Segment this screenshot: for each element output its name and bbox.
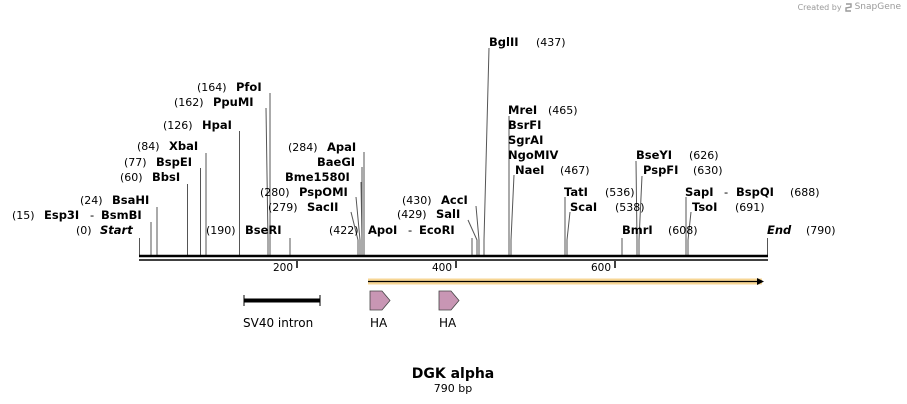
dna-backbone	[139, 254, 768, 261]
enzyme-name-sali: SalI	[436, 207, 460, 221]
ha-arrow-icon	[369, 290, 391, 311]
enzyme-name-ngomiv: NgoMIV	[508, 148, 558, 162]
feature-label-sv40-intron: SV40 intron	[243, 316, 313, 330]
enzyme-position: (24)	[80, 194, 103, 207]
leader-line-tsoi	[687, 211, 692, 255]
enzyme-name-bsrfi: BsrFI	[508, 118, 541, 132]
enzyme-name-pspomi: PspOMI	[299, 185, 348, 199]
enzyme-name-tati: TatI	[564, 185, 588, 199]
enzyme-position: (84)	[137, 140, 160, 153]
scale-ticks: 200 400 600	[273, 261, 616, 274]
enzyme-position: (430)	[402, 194, 432, 207]
leader-line-pspomi	[355, 196, 361, 255]
enzyme-position: (538)	[615, 201, 645, 214]
enzyme-name-sapi: SapI	[685, 185, 714, 199]
enzyme-leader-lines	[139, 47, 768, 255]
enzyme-name-bglii: BglII	[489, 35, 519, 49]
feature-label-ha-2: HA	[439, 316, 457, 330]
map-length: 790 bp	[434, 382, 472, 395]
feature-ha-tag-2[interactable]: HA	[438, 290, 460, 330]
enzyme-name-ecori: EcoRI	[419, 223, 455, 237]
enzyme-position: (626)	[689, 149, 719, 162]
leader-line-ppumi	[265, 107, 269, 255]
leader-line-acci	[475, 205, 480, 255]
ha-arrow-icon	[438, 290, 460, 311]
enzyme-name-bseyi: BseYI	[636, 148, 672, 162]
leader-line-bseyi	[635, 160, 638, 255]
leader-line-bglii	[483, 47, 490, 255]
enzyme-position: (190)	[206, 224, 236, 237]
enzyme-name-bbsi: BbsI	[152, 170, 180, 184]
snapgene-branding: Created by SnapGene	[798, 2, 901, 12]
enzyme-name-bmri: BmrI	[622, 223, 653, 237]
enzyme-position: (60)	[120, 171, 143, 184]
enzyme-position: (691)	[735, 201, 765, 214]
enzyme-name-bseri: BseRI	[245, 223, 282, 237]
enzyme-name-ppumi: PpuMI	[213, 95, 254, 109]
enzyme-position: (422)	[329, 224, 359, 237]
feature-ha-tag-1[interactable]: HA	[369, 290, 391, 330]
leader-line-pspfi	[638, 175, 643, 255]
feature-sv40-intron[interactable]: SV40 intron	[243, 295, 321, 330]
enzyme-name-pspfi: PspFI	[643, 163, 678, 177]
enzyme-position: (630)	[693, 164, 723, 177]
end-label: End	[767, 223, 792, 237]
enzyme-position: (162)	[174, 96, 204, 109]
enzyme-position: (279)	[268, 201, 298, 214]
tick-label-600: 600	[591, 262, 611, 274]
tick-label-400: 400	[432, 262, 452, 274]
enzyme-name-acci: AccI	[441, 193, 468, 207]
leader-line-scai	[566, 211, 571, 255]
enzyme-position: (437)	[536, 36, 566, 49]
created-by-text: Created by	[797, 2, 842, 12]
enzyme-position: (280)	[260, 186, 290, 199]
enzyme-name-mrei: MreI	[508, 103, 537, 117]
enzyme-position: (467)	[560, 164, 590, 177]
enzyme-name-apai: ApaI	[327, 140, 356, 154]
enzyme-position: (284)	[288, 141, 318, 154]
enzyme-position: (465)	[548, 104, 578, 117]
end-position: (790)	[806, 224, 836, 237]
enzyme-position: (536)	[605, 186, 635, 199]
enzyme-name-esp3i: Esp3I	[44, 208, 79, 222]
snapgene-logo-icon	[844, 2, 852, 12]
snapgene-brand-name: SnapGene	[854, 2, 901, 12]
map-title: DGK alpha	[412, 366, 495, 382]
enzyme-position: (126)	[163, 119, 193, 132]
enzyme-name-xbai: XbaI	[169, 139, 198, 153]
start-label: Start	[100, 223, 133, 237]
leader-line-naei	[510, 174, 515, 255]
enzyme-separator: -	[408, 223, 412, 237]
enzyme-position: (77)	[124, 156, 147, 169]
enzyme-name-sgrai: SgrAI	[508, 133, 543, 147]
enzyme-name-sacii: SacII	[307, 200, 338, 214]
enzyme-name-pfoi: PfoI	[236, 80, 262, 94]
feature-label-ha-1: HA	[370, 316, 388, 330]
enzyme-name-bspei: BspEI	[156, 155, 192, 169]
enzyme-name-apoi: ApoI	[368, 223, 397, 237]
enzyme-name-bsahi: BsaHI	[112, 193, 149, 207]
enzyme-name-hpai: HpaI	[202, 118, 232, 132]
enzyme-position: (164)	[197, 81, 227, 94]
enzyme-name-scai: ScaI	[570, 200, 597, 214]
enzyme-name-naei: NaeI	[515, 163, 544, 177]
leader-line-sali	[467, 219, 478, 255]
enzyme-position: (688)	[790, 186, 820, 199]
enzyme-labels: (0) Start (15) Esp3I - BsmBI (24) BsaHI …	[12, 35, 836, 237]
leader-line-sacii	[350, 211, 359, 255]
enzyme-position: (608)	[668, 224, 698, 237]
start-position: (0)	[76, 224, 92, 237]
enzyme-name-bspqi: BspQI	[736, 185, 774, 199]
enzyme-name-tsoi: TsoI	[692, 200, 717, 214]
enzyme-separator: -	[90, 208, 94, 222]
orf-arrow[interactable]	[368, 278, 764, 285]
enzyme-separator: -	[724, 185, 728, 199]
enzyme-name-bsmbi: BsmBI	[101, 208, 142, 222]
enzyme-position: (429)	[397, 208, 427, 221]
enzyme-name-bme1580i: Bme1580I	[285, 170, 350, 184]
tick-label-200: 200	[273, 262, 293, 274]
enzyme-name-baegi: BaeGI	[317, 155, 355, 169]
enzyme-position: (15)	[12, 209, 35, 222]
